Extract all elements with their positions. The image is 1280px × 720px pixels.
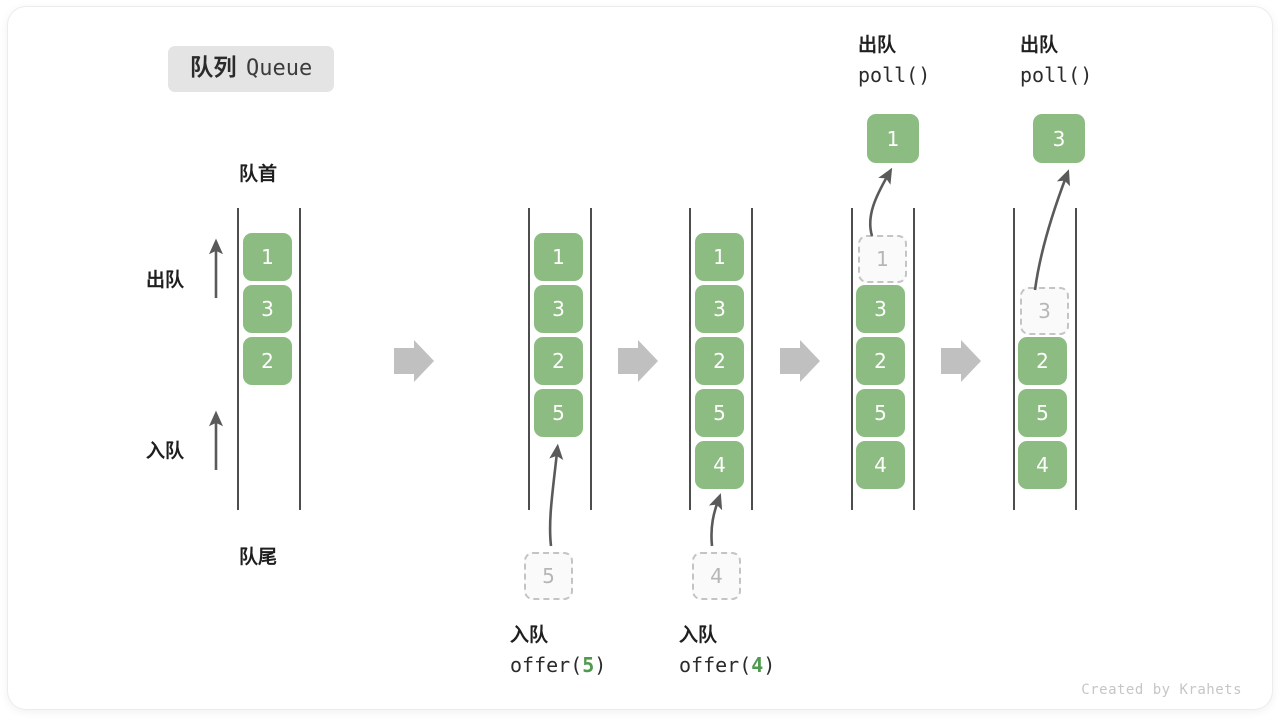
cell-col2-1: 3 [534, 285, 583, 333]
dequeue-side-label: 出队 [146, 270, 185, 291]
cell-col3-3: 5 [695, 389, 744, 437]
poll-1-cn: 出队 [858, 35, 897, 56]
offer-5-code: offer(5) [510, 650, 606, 681]
cell-col4-1: 3 [856, 285, 905, 333]
cell-col4-0-ghost: 1 [858, 235, 907, 283]
column-4-rail-right [913, 208, 915, 510]
column-4-rail-left [851, 208, 853, 510]
cell-col3-2: 2 [695, 337, 744, 385]
cell-col3-1: 3 [695, 285, 744, 333]
offer-5-code-suffix: ) [594, 653, 607, 678]
title-english: Queue [246, 56, 313, 81]
offer-4-code: offer(4) [679, 650, 775, 681]
operation-label-offer-4: 入队 offer(4) [679, 621, 775, 681]
offer-4-code-suffix: ) [763, 653, 776, 678]
column-3-rail-right [751, 208, 753, 510]
popped-value-col4: 1 [867, 114, 919, 163]
cell-col2-3: 5 [534, 389, 583, 437]
title-chinese: 队列 [190, 54, 237, 80]
enqueue-side-label: 入队 [146, 441, 185, 462]
cell-col3-0: 1 [695, 233, 744, 281]
incoming-ghost-col2: 5 [524, 552, 573, 600]
incoming-ghost-col3: 4 [692, 552, 741, 600]
column-2-rail-left [528, 208, 530, 510]
column-5-rail-left [1013, 208, 1015, 510]
poll-1-code: poll() [858, 63, 931, 88]
offer-4-cn: 入队 [679, 625, 718, 646]
operation-label-poll-2: 出队 poll() [1020, 31, 1092, 91]
offer-5-code-value: 5 [582, 653, 595, 678]
poll-2-code: poll() [1020, 63, 1093, 88]
cell-col2-2: 2 [534, 337, 583, 385]
cell-col5-2: 2 [1018, 337, 1067, 385]
offer-4-code-value: 4 [751, 653, 764, 678]
column-3-rail-left [689, 208, 691, 510]
column-2-rail-right [590, 208, 592, 510]
column-1-rail-left [237, 208, 239, 510]
cell-col3-4: 4 [695, 441, 744, 489]
title-badge: 队列 Queue [168, 46, 335, 92]
cell-col5-1-ghost: 3 [1020, 287, 1069, 335]
operation-label-offer-5: 入队 offer(5) [510, 621, 606, 681]
operation-label-poll-1: 出队 poll() [858, 31, 930, 91]
offer-5-cn: 入队 [510, 625, 549, 646]
offer-5-code-prefix: offer( [510, 653, 583, 678]
cell-col1-2: 2 [243, 337, 292, 385]
popped-value-col5: 3 [1033, 114, 1085, 163]
diagram-card [8, 7, 1272, 709]
cell-col4-2: 2 [856, 337, 905, 385]
cell-col4-3: 5 [856, 389, 905, 437]
credit-text: Created by Krahets [1081, 682, 1242, 698]
cell-col5-3: 5 [1018, 389, 1067, 437]
column-5-rail-right [1075, 208, 1077, 510]
queue-tail-label: 队尾 [239, 547, 278, 568]
poll-2-cn: 出队 [1020, 35, 1059, 56]
cell-col5-4: 4 [1018, 441, 1067, 489]
offer-4-code-prefix: offer( [679, 653, 752, 678]
cell-col1-1: 3 [243, 285, 292, 333]
cell-col2-0: 1 [534, 233, 583, 281]
cell-col4-4: 4 [856, 441, 905, 489]
column-1-rail-right [299, 208, 301, 510]
cell-col1-0: 1 [243, 233, 292, 281]
queue-head-label: 队首 [239, 164, 278, 185]
